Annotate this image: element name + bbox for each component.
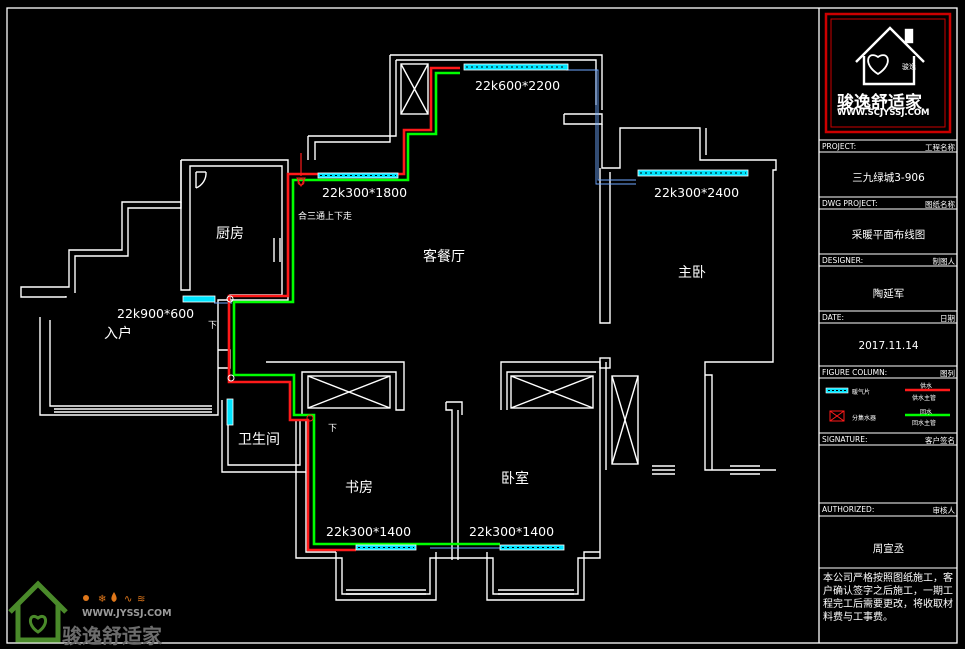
down-marker-entrance: 下 bbox=[208, 321, 218, 331]
walls bbox=[20, 54, 777, 601]
bath-tee bbox=[227, 374, 235, 382]
entrance-tee bbox=[226, 295, 234, 303]
radiator-label-r6: 22k300*1400 bbox=[469, 524, 555, 539]
svg-text:∿: ∿ bbox=[124, 594, 132, 605]
date-label-cn: 日期 bbox=[940, 314, 955, 323]
tee-annotation: 合三通上下走 bbox=[298, 212, 353, 222]
study-tee bbox=[306, 414, 314, 422]
room-label-master-bedroom: 主卧 bbox=[678, 265, 706, 281]
signature-label-cn: 客户签名 bbox=[925, 436, 955, 445]
date-value: 2017.11.14 bbox=[858, 340, 919, 352]
date-label: DATE: bbox=[822, 313, 845, 322]
designer-label-cn: 制图人 bbox=[932, 257, 956, 266]
logo-url: WWW.SCJYSSJ.COM bbox=[837, 108, 930, 118]
radiator-bath bbox=[226, 398, 234, 426]
legend-supply-tag: 供水 bbox=[920, 383, 933, 390]
svg-text:≋: ≋ bbox=[137, 594, 145, 605]
room-label-entrance: 入户 bbox=[104, 326, 132, 342]
radiator-r2 bbox=[317, 172, 399, 179]
radiator-label-r1: 22k600*2200 bbox=[475, 78, 561, 93]
room-label-study: 书房 bbox=[345, 480, 373, 496]
radiator-fins bbox=[320, 66, 746, 548]
watermark-url: WWW.JYSSJ.COM bbox=[82, 608, 172, 619]
radiator-r5 bbox=[355, 544, 417, 551]
logo-frame bbox=[824, 12, 952, 134]
radiator-label-r5: 22k300*1400 bbox=[326, 524, 412, 539]
watermark-name: 骏逸舒适家 bbox=[62, 624, 162, 648]
radiator-label-r4: 22k900*600 bbox=[117, 306, 195, 321]
dwg-header: DWG PROJECT: 图纸名称 bbox=[822, 199, 955, 211]
legend-return-tag: 回水 bbox=[920, 409, 933, 416]
radiator-label-r3: 22k300*2400 bbox=[654, 185, 740, 200]
down-marker-study: 下 bbox=[328, 424, 338, 434]
supply-pipe bbox=[227, 66, 460, 552]
designer-value: 陶延军 bbox=[872, 288, 905, 300]
legend-radiator: 暖气片 bbox=[852, 389, 871, 396]
project-label-cn: 工程名称 bbox=[925, 143, 955, 152]
dwg-label: DWG PROJECT: bbox=[822, 199, 878, 208]
legend-collector: 分集水器 bbox=[852, 415, 877, 422]
logo-heart-icon bbox=[867, 54, 889, 76]
logo-house-icon bbox=[855, 26, 925, 86]
figure-label-cn: 图列 bbox=[940, 369, 955, 378]
figure-header: FIGURE COLUMN: 图列 bbox=[822, 368, 955, 380]
riser-arrow bbox=[296, 177, 306, 188]
signature-label: SIGNATURE: bbox=[822, 435, 868, 444]
construction-footnote: 本公司严格按照图纸施工，客户确认签字之后施工，一期工程完工后需要更改，将收取材料… bbox=[823, 573, 953, 623]
dwg-value: 采暖平面布线图 bbox=[851, 229, 926, 241]
drawing-frame bbox=[6, 7, 958, 644]
room-label-kitchen: 厨房 bbox=[216, 226, 244, 242]
signature-header: SIGNATURE: 客户签名 bbox=[822, 435, 955, 447]
authorized-label-cn: 审核人 bbox=[932, 506, 956, 515]
dwg-label-cn: 图纸名称 bbox=[925, 200, 955, 209]
logo-small-text: 骏逸 bbox=[902, 63, 916, 71]
designer-header: DESIGNER: 制图人 bbox=[822, 256, 955, 268]
logo-company-name: 骏逸舒适家 bbox=[837, 93, 922, 113]
return-pipe bbox=[232, 71, 500, 546]
project-value: 三九绿城3-906 bbox=[852, 172, 925, 184]
radiator-r3 bbox=[637, 169, 749, 177]
authorized-value: 周宣丞 bbox=[872, 543, 905, 555]
authorized-header: AUTHORIZED: 审核人 bbox=[822, 505, 955, 517]
svg-text:❄: ❄ bbox=[98, 594, 106, 605]
legend-supply: 供水主管 bbox=[912, 395, 937, 402]
figure-label: FIGURE COLUMN: bbox=[822, 368, 888, 377]
radiator-label-r2: 22k300*1800 bbox=[322, 185, 408, 200]
radiator-r4 bbox=[182, 295, 216, 303]
project-label: PROJECT: bbox=[822, 142, 857, 151]
room-label-bedroom: 卧室 bbox=[501, 471, 529, 487]
date-header: DATE: 日期 bbox=[822, 313, 955, 325]
project-header: PROJECT: 工程名称 bbox=[822, 142, 955, 154]
authorized-label: AUTHORIZED: bbox=[822, 505, 875, 514]
room-label-bathroom: 卫生间 bbox=[238, 432, 280, 448]
legend-return: 回水主管 bbox=[912, 420, 937, 427]
watermark-heart-icon bbox=[29, 615, 47, 634]
room-label-living-dining: 客餐厅 bbox=[423, 249, 465, 265]
watermark-weather-icons: ❄ ∿ ≋ bbox=[83, 592, 145, 605]
legend-samples bbox=[825, 387, 950, 422]
watermark-house-icon bbox=[8, 580, 68, 643]
designer-label: DESIGNER: bbox=[822, 256, 864, 265]
